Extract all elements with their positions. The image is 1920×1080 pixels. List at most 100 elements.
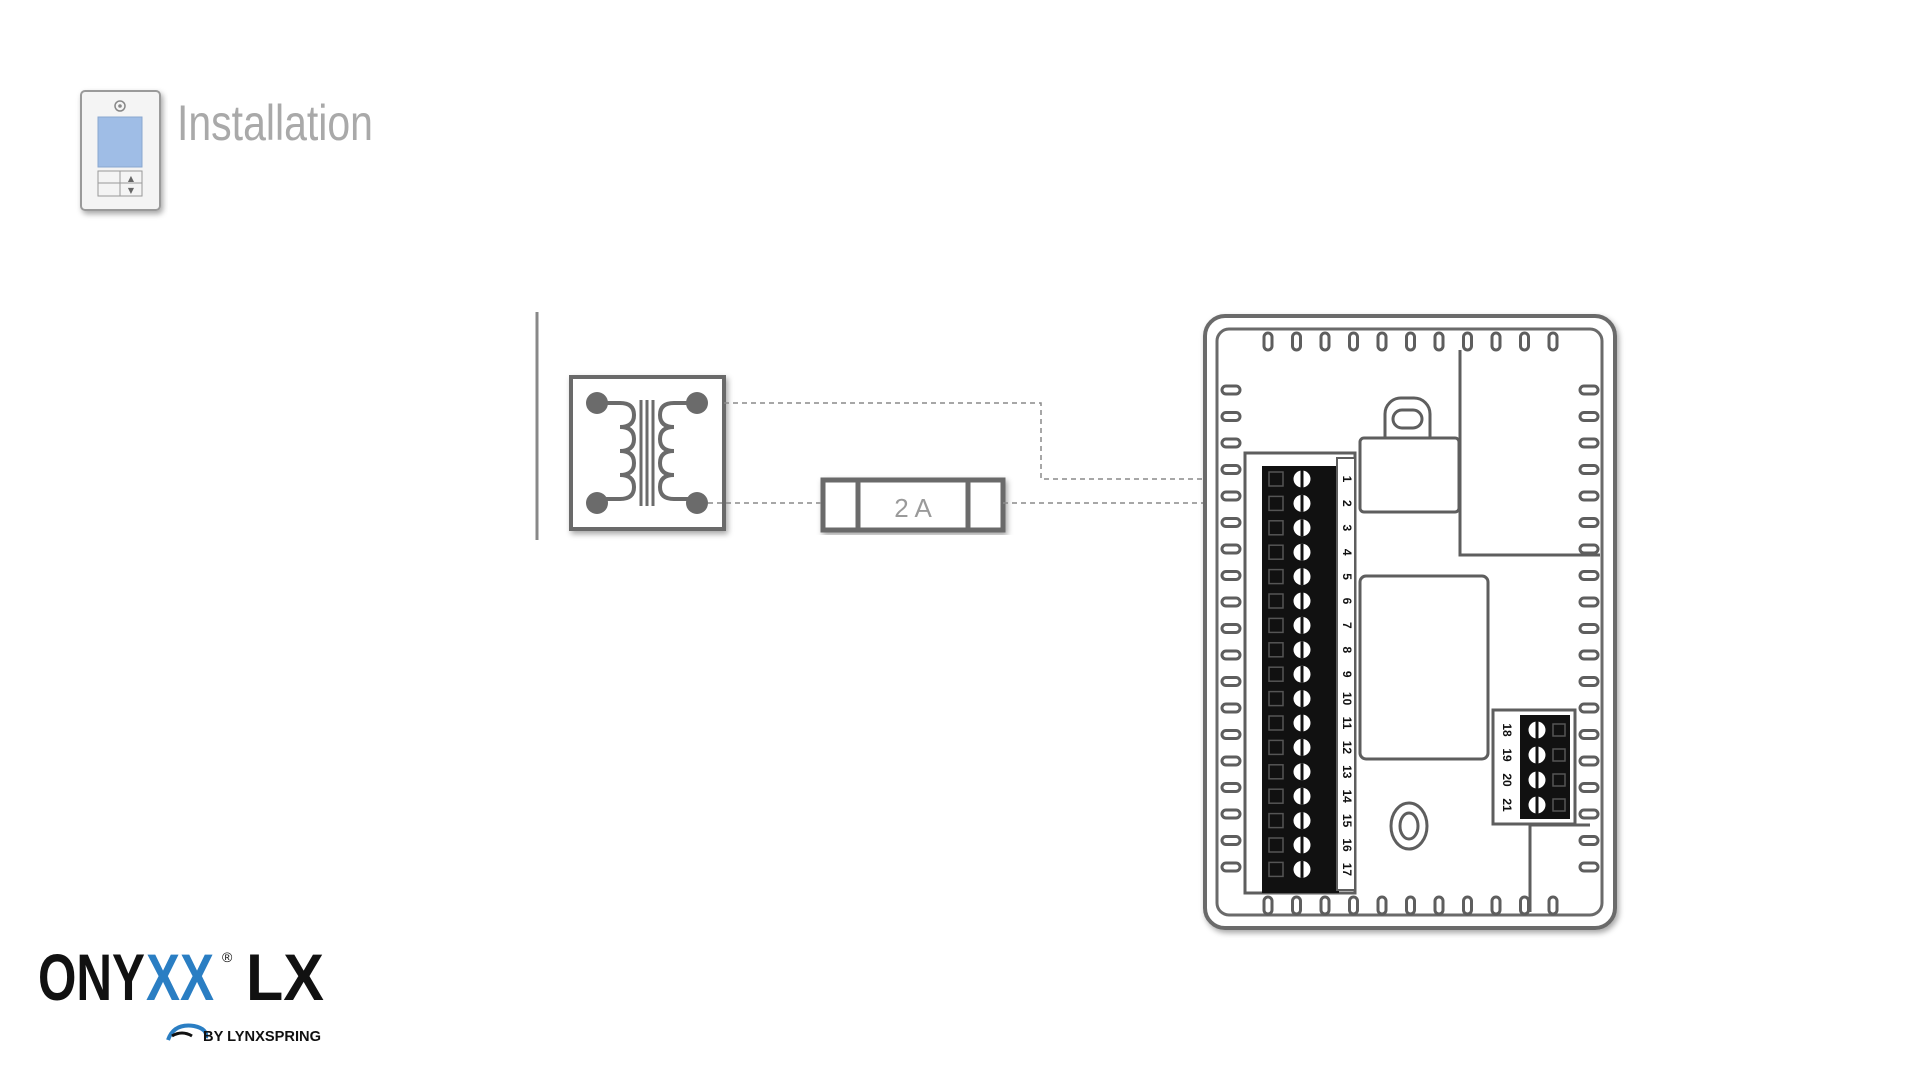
fuse-rating-label: 2 A — [894, 493, 932, 523]
svg-text:▼: ▼ — [128, 186, 135, 195]
transformer-icon — [571, 377, 724, 529]
vent-slot — [1580, 704, 1598, 712]
thermostat-device-icon: ▲ ▼ — [81, 91, 160, 210]
vent-slot — [1580, 519, 1598, 527]
vent-slot — [1222, 386, 1240, 394]
terminal-slot — [1269, 692, 1283, 706]
vent-slot — [1580, 545, 1598, 553]
terminal-slot — [1269, 496, 1283, 510]
terminal-slot — [1269, 521, 1283, 535]
vent-slot — [1521, 897, 1529, 914]
brand-suffix: LX — [246, 940, 324, 1014]
vent-slot — [1264, 333, 1272, 350]
terminal-number-label: 10 — [1340, 692, 1354, 706]
vent-slot — [1407, 897, 1415, 914]
vent-slot — [1580, 413, 1598, 421]
terminal-number-label: 5 — [1340, 573, 1354, 580]
terminal-number-label: 8 — [1340, 646, 1354, 653]
vent-slot — [1580, 731, 1598, 739]
vent-slot — [1464, 333, 1472, 350]
vent-slot — [1580, 386, 1598, 394]
vent-slot — [1580, 837, 1598, 845]
fuse-icon: 2 A — [823, 480, 1003, 530]
vent-slot — [1580, 651, 1598, 659]
vent-slot — [1222, 439, 1240, 447]
vent-slot — [1222, 810, 1240, 818]
vent-slot — [1222, 519, 1240, 527]
terminal-slot — [1269, 594, 1283, 608]
page-title: Installation — [177, 95, 373, 151]
brand-name-part1: ONY — [38, 940, 145, 1014]
terminal-number-label: 18 — [1500, 723, 1514, 737]
vent-slot — [1580, 625, 1598, 633]
registered-mark: ® — [222, 949, 233, 965]
terminal-slot — [1269, 618, 1283, 632]
vent-slot — [1222, 678, 1240, 686]
vent-slot — [1222, 625, 1240, 633]
vent-slot — [1293, 897, 1301, 914]
terminal-number-label: 16 — [1340, 838, 1354, 852]
terminal-number-label: 3 — [1340, 524, 1354, 531]
terminal-slot — [1269, 814, 1283, 828]
vent-slot — [1407, 333, 1415, 350]
lynxspring-swirl-icon — [168, 1026, 206, 1040]
brand-byline: BY LYNXSPRING — [203, 1028, 321, 1045]
vent-slot — [1378, 333, 1386, 350]
vent-slot — [1222, 837, 1240, 845]
vent-slot — [1264, 897, 1272, 914]
terminal-number-label: 15 — [1340, 814, 1354, 828]
terminal-slot — [1269, 862, 1283, 876]
vent-slot — [1492, 333, 1500, 350]
terminal-number-label: 1 — [1340, 476, 1354, 483]
terminal-slot — [1553, 799, 1565, 811]
terminal-number-label: 7 — [1340, 622, 1354, 629]
terminal-number-label: 20 — [1500, 773, 1514, 787]
vent-slot — [1222, 413, 1240, 421]
brand-name-part2: XX — [146, 940, 214, 1014]
terminal-number-label: 12 — [1340, 741, 1354, 755]
vent-slot — [1378, 897, 1386, 914]
vent-slot — [1492, 897, 1500, 914]
terminal-number-label: 19 — [1500, 748, 1514, 762]
vent-slot — [1222, 704, 1240, 712]
terminal-number-label: 4 — [1340, 549, 1354, 556]
vent-slot — [1350, 333, 1358, 350]
vent-slot — [1580, 466, 1598, 474]
vent-slot — [1435, 897, 1443, 914]
vent-slot — [1580, 439, 1598, 447]
terminal-slot — [1269, 789, 1283, 803]
vent-slot — [1321, 897, 1329, 914]
svg-text:▲: ▲ — [128, 174, 135, 183]
vent-slot — [1580, 810, 1598, 818]
terminal-slot — [1269, 716, 1283, 730]
terminal-number-label: 17 — [1340, 863, 1354, 877]
vent-slot — [1222, 731, 1240, 739]
terminal-slot — [1269, 838, 1283, 852]
vent-slot — [1464, 897, 1472, 914]
terminal-slot — [1269, 570, 1283, 584]
vent-slot — [1580, 757, 1598, 765]
vent-slot — [1580, 598, 1598, 606]
vent-slot — [1435, 333, 1443, 350]
vent-slot — [1580, 678, 1598, 686]
vent-slot — [1222, 598, 1240, 606]
vent-slot — [1580, 492, 1598, 500]
vent-slot — [1222, 572, 1240, 580]
terminal-number-label: 13 — [1340, 765, 1354, 779]
terminal-number-label: 14 — [1340, 790, 1354, 804]
terminal-number-label: 11 — [1340, 717, 1354, 730]
terminal-number-label: 6 — [1340, 598, 1354, 605]
vent-slot — [1549, 897, 1557, 914]
vent-slot — [1222, 651, 1240, 659]
vent-slot — [1222, 466, 1240, 474]
vent-slot — [1549, 333, 1557, 350]
vent-slot — [1521, 333, 1529, 350]
vent-slot — [1222, 863, 1240, 871]
terminal-slot — [1553, 724, 1565, 736]
terminal-slot — [1269, 643, 1283, 657]
onyxx-lx-logo: ONY XX ® LX BY LYNXSPRING — [38, 940, 324, 1045]
vent-slot — [1580, 863, 1598, 871]
vent-slot — [1321, 333, 1329, 350]
terminal-slot — [1269, 765, 1283, 779]
